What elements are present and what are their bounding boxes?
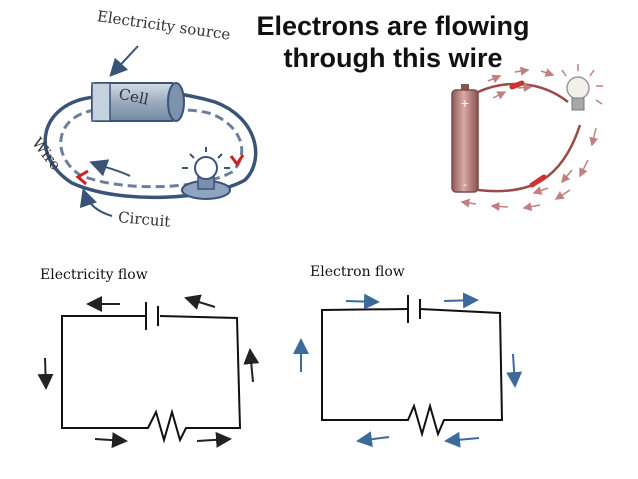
flow-mark-right: [229, 154, 245, 167]
wire-highlight-bottom: [529, 174, 547, 188]
bulb-icon: [181, 147, 231, 200]
electron-flow-diagram: Electron flow: [293, 264, 523, 448]
cell-circuit-illustration: Cell Electricity source Wire Circuit: [28, 7, 258, 231]
circuit-wire: [61, 315, 242, 444]
title-line-1: Electrons are flowing: [256, 11, 530, 41]
cell-label: Cell: [117, 85, 150, 109]
battery-icon: + -: [451, 84, 479, 193]
wire-label: Wire: [28, 134, 64, 174]
source-pointer-arrow: [109, 45, 139, 77]
battery-minus-sign: -: [463, 178, 467, 191]
cell-icon: [91, 82, 185, 122]
circuit-pointer-arrow: [79, 188, 113, 217]
battery-plus-sign: +: [460, 97, 469, 110]
flow-mark-left: [75, 169, 89, 186]
electron-current-arrows: [293, 292, 523, 448]
lower-wire: [477, 124, 582, 193]
conventional-current-arrows: [37, 294, 260, 449]
electron-flow-arrows-bottom: [460, 127, 599, 212]
battery-bulb-illustration: + -: [451, 64, 603, 212]
upper-wire: [477, 82, 569, 103]
electricity-flow-diagram: Electricity flow: [37, 267, 260, 449]
wire-highlight-top: [509, 80, 525, 90]
light-bulb-icon: [561, 64, 603, 111]
electron-flow-arrows-top: [487, 66, 555, 100]
electron-flow-caption: Electron flow: [310, 264, 405, 280]
circuit-label: Circuit: [117, 208, 171, 230]
flow-curve-arrow: [89, 159, 131, 177]
electricity-flow-caption: Electricity flow: [40, 267, 148, 283]
title-line-2: through this wire: [283, 43, 503, 73]
slide-title: Electrons are flowing through this wire: [238, 10, 548, 74]
electricity-source-label: Electricity source: [96, 7, 232, 44]
circuit-wire: [321, 308, 504, 438]
